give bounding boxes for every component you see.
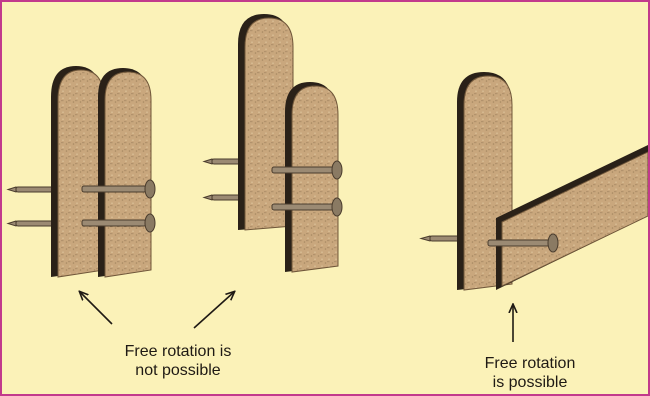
arrow-to-left-pair [80, 292, 112, 324]
arrow-to-middle-pair [194, 292, 234, 328]
board-pair-right [421, 72, 648, 290]
caption-rotation-possible: Free rotation is possible [450, 354, 610, 392]
wooden-board-rotated [496, 145, 648, 290]
caption-line: Free rotation [450, 354, 610, 373]
wooden-board [238, 14, 293, 230]
wooden-board [51, 66, 104, 277]
caption-line: not possible [94, 361, 262, 380]
wooden-board [285, 82, 338, 272]
caption-rotation-not-possible: Free rotation is not possible [94, 342, 262, 380]
board-pair-left [8, 66, 155, 277]
caption-line: Free rotation is [94, 342, 262, 361]
wooden-board [98, 68, 151, 277]
board-pair-middle [204, 14, 342, 272]
caption-line: is possible [450, 373, 610, 392]
pointer-arrows [80, 292, 513, 342]
